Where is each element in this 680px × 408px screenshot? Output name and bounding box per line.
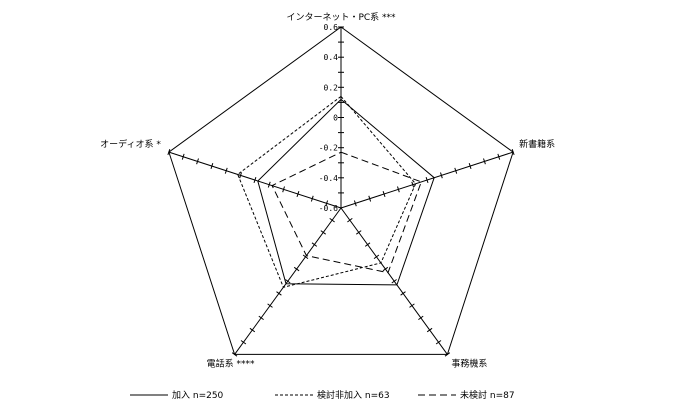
radar-axis-label: 新書籍系 xyxy=(519,138,555,150)
radar-tick-mark xyxy=(320,230,326,235)
radar-tick-mark xyxy=(293,266,300,272)
radar-tick-mark xyxy=(239,172,242,179)
radar-tick-mark xyxy=(483,158,486,165)
radar-series xyxy=(237,95,435,288)
radar-tick-mark xyxy=(329,217,335,223)
radar-tick-mark xyxy=(181,153,185,160)
radar-tick-mark xyxy=(224,167,228,174)
legend: 加入 n=250 検討非加入 n=63 未検討 n=87 xyxy=(130,389,515,401)
radar-tick-label: -0.6 xyxy=(319,204,338,213)
radar-tick-mark xyxy=(267,181,271,188)
radar-tick-mark xyxy=(400,291,406,296)
radar-tick-mark xyxy=(440,172,443,179)
radar-tick-mark xyxy=(325,200,329,207)
radar-tick-mark xyxy=(411,181,415,188)
radar-tick-label: 0.6 xyxy=(324,23,339,32)
radar-tick-mark xyxy=(497,153,501,160)
radar-spoke-ticks xyxy=(167,26,515,357)
radar-tick-mark xyxy=(425,177,429,184)
radar-tick-label: 0 xyxy=(333,114,338,123)
radar-series-polygon xyxy=(257,98,435,286)
radar-tick-mark xyxy=(240,340,247,345)
radar-axis-label: インターネット・PC系 *** xyxy=(286,12,396,23)
legend-label: 加入 n=250 xyxy=(172,390,224,401)
radar-tick-mark xyxy=(210,163,214,170)
radar-spokes xyxy=(168,27,514,355)
radar-outer-pentagon xyxy=(168,26,514,355)
radar-tick-mark xyxy=(468,163,472,170)
radar-tick-mark xyxy=(418,315,424,321)
radar-tick-mark xyxy=(391,279,397,284)
radar-tick-mark xyxy=(382,191,386,198)
radar-axis-label: 電話系 **** xyxy=(207,357,255,369)
radar-tick-mark xyxy=(373,254,380,260)
radar-tick-mark xyxy=(347,217,353,223)
radar-tick-label: -0.2 xyxy=(319,144,338,153)
radar-tick-label: 0.4 xyxy=(324,53,339,62)
radar-tick-mark xyxy=(356,230,362,235)
radar-tick-mark xyxy=(426,327,433,333)
legend-label: 未検討 n=87 xyxy=(460,389,515,401)
radar-tick-mark xyxy=(249,327,256,333)
radar-tick-mark xyxy=(258,315,264,321)
radar-tick-mark xyxy=(253,177,257,184)
radar-tick-mark xyxy=(231,352,238,357)
radar-tick-mark xyxy=(397,186,400,193)
radar-series-polygon xyxy=(271,151,422,274)
radar-tick-mark xyxy=(444,352,451,357)
radar-series-polygon xyxy=(237,95,417,288)
legend-label: 検討非加入 n=63 xyxy=(317,389,390,401)
radar-tick-mark xyxy=(364,242,371,247)
radar-tick-label: 0.2 xyxy=(324,83,339,92)
radar-tick-mark xyxy=(276,291,282,296)
radar-tick-mark xyxy=(454,167,458,174)
radar-tick-mark xyxy=(302,254,309,260)
radar-tick-mark xyxy=(435,340,442,345)
radar-tick-mark xyxy=(409,303,415,308)
radar-tick-labels: 0.6 0.4 0.2 0 -0.2 -0.4 -0.6 xyxy=(319,23,338,213)
radar-tick-label: -0.4 xyxy=(319,174,338,183)
radar-tick-mark xyxy=(310,195,314,202)
radar-tick-mark xyxy=(285,279,291,284)
radar-axis-label: 事務機系 xyxy=(451,357,487,369)
radar-axis-label: オーディオ系 * xyxy=(100,138,161,150)
radar-tick-mark xyxy=(282,186,285,193)
radar-tick-mark xyxy=(368,195,372,202)
radar-tick-mark xyxy=(353,200,357,207)
radar-tick-mark xyxy=(311,242,318,247)
radar-tick-mark xyxy=(196,158,199,165)
radar-tick-mark xyxy=(382,266,389,272)
radar-tick-mark xyxy=(511,149,515,156)
radar-tick-mark xyxy=(267,303,273,308)
radar-tick-mark xyxy=(296,191,300,198)
radar-tick-mark xyxy=(167,149,171,156)
